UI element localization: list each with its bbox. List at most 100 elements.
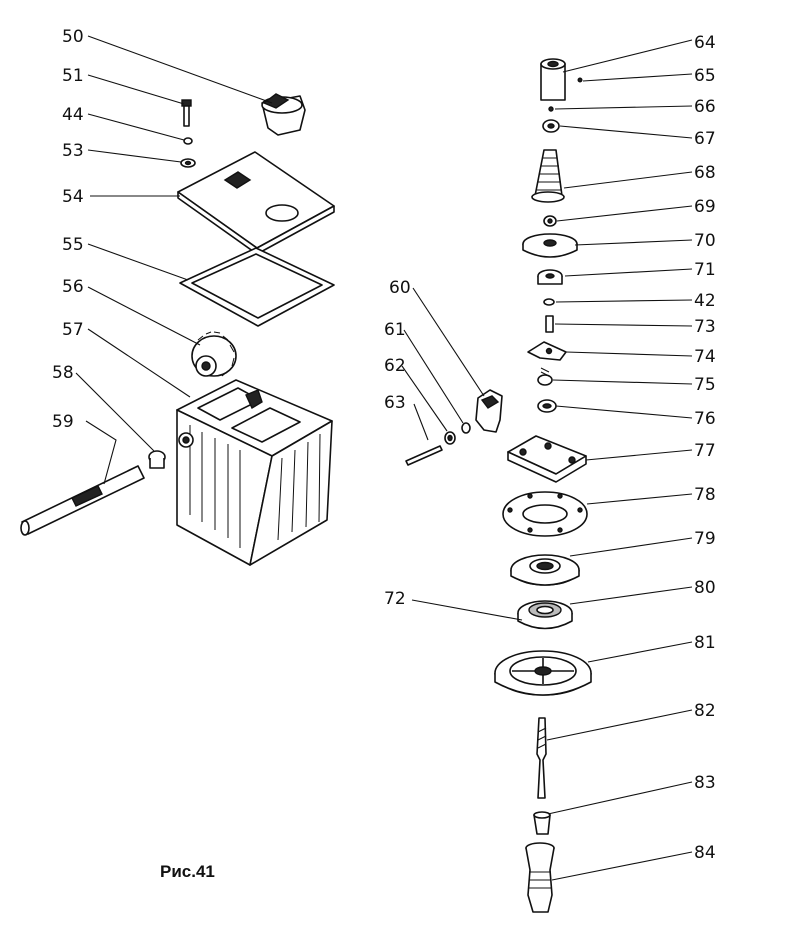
callout-71: 71 [694, 260, 716, 280]
leader-77 [585, 449, 693, 461]
leader-73 [554, 323, 693, 327]
leader-66 [554, 105, 693, 110]
part-57-housing [176, 379, 333, 566]
part-66-ball [548, 106, 554, 112]
leader-51 [87, 74, 185, 105]
leader-71 [564, 268, 693, 277]
callout-82: 82 [694, 701, 716, 721]
callout-53: 53 [62, 141, 84, 161]
part-82-spindle [536, 717, 547, 799]
callout-51: 51 [62, 66, 84, 86]
callout-72: 72 [384, 589, 406, 609]
part-68-cone-knob [531, 149, 565, 203]
leader-65 [582, 73, 693, 82]
leader-44 [87, 113, 185, 141]
part-65-pin [577, 77, 583, 83]
leader-79 [569, 537, 693, 557]
part-83-collet [533, 811, 551, 835]
callout-55: 55 [62, 235, 84, 255]
callout-60: 60 [389, 278, 411, 298]
part-56-gear [191, 331, 237, 377]
part-80-bearing [517, 600, 573, 630]
leader-42 [555, 299, 693, 303]
callout-67: 67 [694, 129, 716, 149]
callout-84: 84 [694, 843, 716, 863]
part-44-washer [183, 137, 193, 145]
callout-65: 65 [694, 66, 716, 86]
leader-82 [546, 709, 693, 741]
part-81-housing-plate [494, 650, 592, 696]
callout-66: 66 [694, 97, 716, 117]
callout-59: 59 [52, 412, 74, 432]
callout-57: 57 [62, 320, 84, 340]
part-70-dial [522, 233, 578, 258]
leader-60 [412, 287, 485, 397]
part-64-sleeve [540, 58, 566, 101]
leader-67 [559, 125, 693, 139]
callout-labels: 50 51 44 53 54 55 56 57 58 59 60 61 62 6… [52, 27, 716, 863]
part-55-gasket [179, 247, 335, 327]
callout-58: 58 [52, 363, 74, 383]
part-58-bushing [148, 450, 166, 469]
callout-70: 70 [694, 231, 716, 251]
callout-54: 54 [62, 187, 84, 207]
part-79-flange [510, 554, 580, 586]
callout-83: 83 [694, 773, 716, 793]
part-60-lever [475, 389, 503, 433]
leader-62 [401, 365, 448, 432]
leader-69 [556, 205, 693, 222]
leader-83 [547, 781, 693, 815]
callout-78: 78 [694, 485, 716, 505]
part-77-bracket [507, 435, 587, 483]
leader-70 [574, 239, 693, 246]
part-73-pin [545, 315, 554, 333]
leader-lines [75, 35, 693, 881]
part-53-washer [180, 158, 196, 168]
leader-74 [565, 351, 693, 357]
part-74-lever-plate [527, 341, 567, 361]
part-69-nut [543, 215, 557, 227]
callout-42: 42 [694, 291, 716, 311]
leader-80 [569, 586, 693, 605]
leader-55 [87, 243, 189, 281]
part-54-cover-plate [177, 151, 335, 255]
part-50-cap [261, 93, 306, 136]
leader-50 [87, 35, 273, 104]
leader-58 [75, 372, 155, 452]
callout-79: 79 [694, 529, 716, 549]
part-78-gasket [502, 491, 588, 537]
leader-61 [403, 329, 464, 424]
part-67-nut [542, 119, 560, 133]
part-42-washer [543, 298, 555, 306]
leader-53 [87, 149, 182, 163]
leader-84 [551, 851, 693, 881]
leader-64 [562, 39, 693, 73]
leader-59 [85, 420, 117, 485]
leader-56 [87, 286, 201, 346]
callout-63: 63 [384, 393, 406, 413]
callout-50: 50 [62, 27, 84, 47]
callout-62: 62 [384, 356, 406, 376]
part-59-shaft [20, 465, 145, 536]
callout-75: 75 [694, 375, 716, 395]
part-76-bushing [537, 399, 557, 413]
part-63-pin [405, 445, 443, 466]
part-71-hub [537, 269, 563, 285]
callout-44: 44 [62, 105, 84, 125]
callout-74: 74 [694, 347, 716, 367]
leader-78 [586, 493, 693, 505]
leader-72 [411, 599, 523, 621]
callout-61: 61 [384, 320, 406, 340]
callout-64: 64 [694, 33, 716, 53]
part-84-quill [525, 842, 555, 913]
leader-57 [87, 328, 191, 398]
part-61-washer [461, 422, 471, 434]
part-51-bolt [181, 99, 192, 127]
part-62-spring [444, 431, 456, 445]
part-75-spring [537, 367, 553, 386]
leader-75 [552, 379, 693, 385]
callout-68: 68 [694, 163, 716, 183]
callout-73: 73 [694, 317, 716, 337]
callout-76: 76 [694, 409, 716, 429]
